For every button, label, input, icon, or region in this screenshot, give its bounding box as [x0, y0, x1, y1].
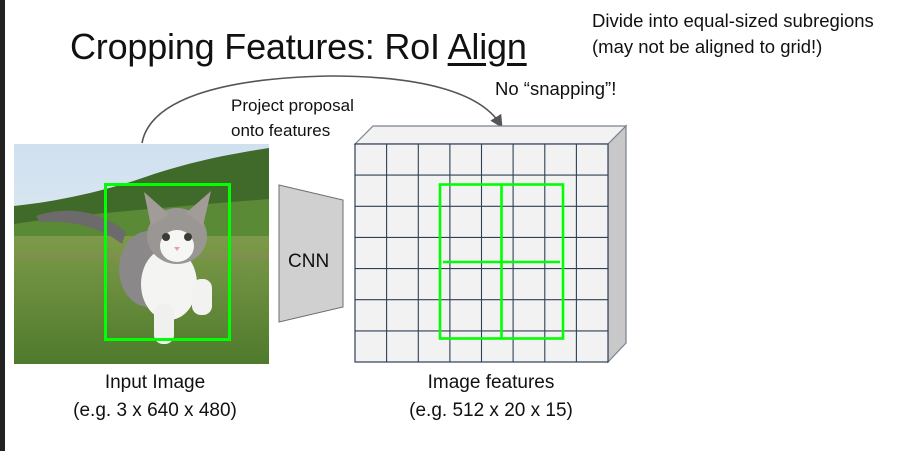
cnn-label: CNN: [288, 251, 330, 272]
feature-grid-lines: [355, 144, 608, 362]
cnn-block: [278, 184, 344, 323]
feature-side-face: [607, 124, 627, 364]
input-image-kitten: [14, 144, 269, 364]
project-proposal-note: Project proposal onto features: [231, 96, 354, 140]
proposal-box: [104, 183, 231, 341]
input-image-caption: Input Image (e.g. 3 x 640 x 480): [73, 372, 237, 421]
image-features-caption: Image features (e.g. 512 x 20 x 15): [409, 372, 573, 421]
slide-left-border: [0, 0, 5, 451]
subregions-note: Divide into equal-sized subregions (may …: [592, 10, 874, 57]
projection-arrow: [141, 75, 503, 144]
title-underlined-word: Align: [447, 26, 527, 67]
feature-top-face: [353, 125, 628, 145]
slide-title: Cropping Features: RoI Align: [70, 26, 527, 67]
projected-roi: [438, 183, 565, 340]
no-snapping-note: No “snapping”!: [495, 78, 617, 99]
